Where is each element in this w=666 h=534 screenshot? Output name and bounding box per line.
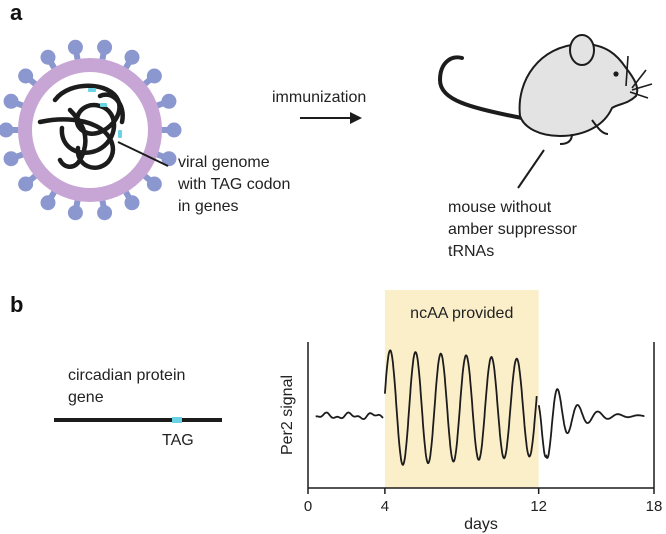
panel-a-label: a bbox=[10, 0, 23, 25]
virus-spike bbox=[18, 172, 39, 192]
per2-trace-after bbox=[537, 388, 645, 460]
ncaa-provided-label: ncAA provided bbox=[410, 305, 513, 322]
virus-spike bbox=[0, 122, 20, 138]
mouse-caption-line3: tRNAs bbox=[448, 243, 494, 260]
virus-spike bbox=[122, 189, 140, 211]
x-tick-label: 0 bbox=[304, 498, 312, 515]
virus-caption-line3: in genes bbox=[178, 198, 239, 215]
mouse-caption-line1: mouse without bbox=[448, 199, 552, 216]
virus-caption-line2: with TAG codon bbox=[177, 176, 290, 193]
virus-spike bbox=[160, 122, 182, 138]
per2-trace-during bbox=[384, 349, 538, 466]
viral-genome-strand bbox=[37, 83, 125, 170]
x-axis-label: days bbox=[464, 516, 498, 533]
tag-codon-mark bbox=[172, 417, 182, 423]
x-ticks: 0 4 12 18 bbox=[304, 488, 663, 515]
gene-caption-line1: circadian protein bbox=[68, 367, 185, 384]
immunization-label: immunization bbox=[272, 89, 366, 106]
per2-chart: ncAA provided 0 4 12 18 Per2 signal days bbox=[279, 290, 662, 533]
mouse-icon bbox=[437, 34, 653, 189]
virus-spike bbox=[122, 49, 140, 71]
tag-label: TAG bbox=[162, 432, 194, 449]
virus-spike bbox=[141, 68, 162, 88]
per2-trace-before bbox=[315, 411, 384, 421]
mouse-pointer-line bbox=[517, 149, 545, 189]
y-axis-label: Per2 signal bbox=[279, 375, 296, 455]
virus-pointer-line bbox=[117, 141, 169, 167]
x-tick-label: 18 bbox=[646, 498, 663, 515]
virus-spike bbox=[3, 93, 26, 109]
virus-spike bbox=[154, 151, 177, 167]
virus-spike bbox=[3, 151, 26, 167]
mouse-whiskers bbox=[625, 55, 653, 99]
virus-spike bbox=[97, 39, 113, 62]
virus-spike bbox=[40, 189, 58, 211]
virus-icon bbox=[0, 39, 182, 221]
virus-spike bbox=[18, 68, 39, 88]
virus-spike bbox=[67, 39, 83, 62]
x-tick-label: 12 bbox=[530, 498, 547, 515]
virus-spike bbox=[97, 198, 113, 221]
mouse-front-foot bbox=[559, 133, 573, 145]
mouse-ear bbox=[569, 34, 595, 66]
gene-caption-line2: gene bbox=[68, 389, 104, 406]
virus-spike bbox=[67, 198, 83, 221]
immunization-arrow bbox=[300, 112, 362, 124]
virus-spike bbox=[154, 93, 177, 109]
mouse-caption-line2: amber suppressor bbox=[448, 221, 578, 238]
virus-spike bbox=[40, 49, 58, 71]
gene-bar bbox=[54, 417, 222, 423]
mouse-body bbox=[518, 42, 639, 138]
panel-b-label: b bbox=[10, 292, 23, 317]
mouse-hind-foot bbox=[591, 119, 609, 135]
virus-caption-line1: viral genome bbox=[178, 154, 270, 171]
x-tick-label: 4 bbox=[381, 498, 389, 515]
virus-spike bbox=[141, 172, 162, 192]
mouse-tail bbox=[437, 55, 524, 120]
tag-codon-marks bbox=[88, 88, 122, 138]
mouse-eye bbox=[613, 71, 619, 77]
virus-spikes bbox=[0, 39, 182, 221]
